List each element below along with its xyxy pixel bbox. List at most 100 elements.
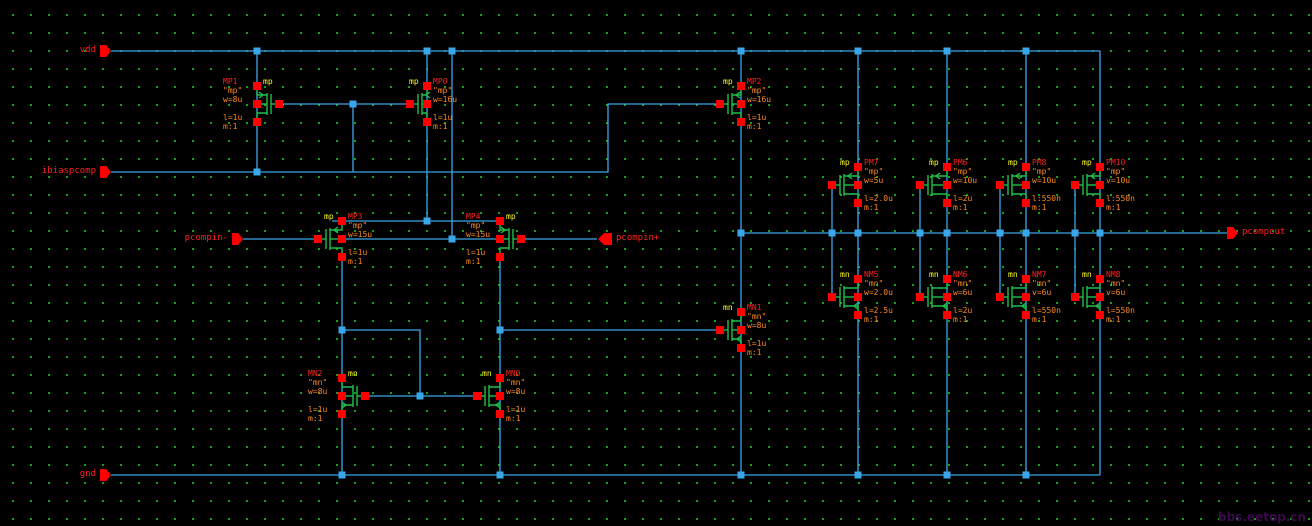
terminal-pin[interactable] bbox=[943, 293, 951, 301]
terminal-pin[interactable] bbox=[737, 308, 745, 316]
terminal-pin[interactable] bbox=[737, 82, 745, 90]
watermark: bbs.eetop.cn bbox=[1218, 510, 1306, 524]
device-cell: "mn" bbox=[953, 279, 973, 288]
port-vdd-icon[interactable] bbox=[100, 45, 111, 57]
port-pcompin--icon[interactable] bbox=[232, 233, 243, 245]
terminal-pin[interactable] bbox=[943, 275, 951, 283]
terminal-pin[interactable] bbox=[496, 217, 504, 225]
terminal-pin[interactable] bbox=[737, 100, 745, 108]
terminal-pin[interactable] bbox=[1022, 293, 1030, 301]
terminal-pin[interactable] bbox=[854, 181, 862, 189]
terminal-pin[interactable] bbox=[854, 293, 862, 301]
terminal-pin[interactable] bbox=[406, 100, 414, 108]
terminal-pin[interactable] bbox=[1096, 199, 1104, 207]
terminal-pin[interactable] bbox=[314, 235, 322, 243]
device-name: NM6 bbox=[953, 270, 968, 279]
terminal-pin[interactable] bbox=[423, 118, 431, 126]
terminal-pin[interactable] bbox=[496, 374, 504, 382]
terminal-pin[interactable] bbox=[423, 82, 431, 90]
terminal-pin[interactable] bbox=[996, 181, 1004, 189]
terminal-pin[interactable] bbox=[338, 410, 346, 418]
terminal-pin[interactable] bbox=[275, 100, 283, 108]
terminal-pin[interactable] bbox=[716, 326, 724, 334]
port-pcompin+-icon[interactable] bbox=[598, 233, 612, 245]
terminal-pin[interactable] bbox=[1022, 199, 1030, 207]
terminal-pin[interactable] bbox=[423, 100, 431, 108]
nmos-arrow-icon bbox=[941, 302, 948, 310]
port-gnd-icon[interactable] bbox=[100, 469, 111, 481]
terminal-pin[interactable] bbox=[517, 235, 525, 243]
terminal-pin[interactable] bbox=[253, 82, 261, 90]
terminal-pin[interactable] bbox=[737, 326, 745, 334]
junction-dot bbox=[416, 392, 424, 400]
terminal-pin[interactable] bbox=[473, 392, 481, 400]
terminal-pin[interactable] bbox=[1096, 163, 1104, 171]
terminal-pin[interactable] bbox=[943, 311, 951, 319]
terminal-pin[interactable] bbox=[1071, 181, 1079, 189]
device-cell: "mp" bbox=[953, 167, 973, 176]
junction-dot bbox=[854, 47, 862, 55]
terminal-pin[interactable] bbox=[1022, 275, 1030, 283]
nmos-arrow-icon bbox=[852, 302, 859, 310]
terminal-pin[interactable] bbox=[338, 235, 346, 243]
terminal-pin[interactable] bbox=[361, 392, 369, 400]
terminal-pin[interactable] bbox=[916, 181, 924, 189]
terminal-pin[interactable] bbox=[737, 344, 745, 352]
terminal-pin[interactable] bbox=[1022, 311, 1030, 319]
port-ibiaspcomp-icon[interactable] bbox=[100, 166, 111, 178]
terminal-pin[interactable] bbox=[854, 163, 862, 171]
terminal-pin[interactable] bbox=[828, 181, 836, 189]
terminal-pin[interactable] bbox=[1096, 181, 1104, 189]
device-length: l=2.0u bbox=[864, 194, 893, 203]
device-multiplier: m:1 bbox=[747, 348, 762, 357]
terminal-pin[interactable] bbox=[737, 118, 745, 126]
wire[interactable] bbox=[111, 103, 720, 173]
terminal-pin[interactable] bbox=[916, 293, 924, 301]
terminal-pin[interactable] bbox=[1022, 163, 1030, 171]
terminal-pin[interactable] bbox=[1096, 293, 1104, 301]
terminal-pin[interactable] bbox=[338, 392, 346, 400]
wire[interactable] bbox=[342, 329, 421, 396]
junction-dot bbox=[1022, 471, 1030, 479]
device-width: w=8u bbox=[308, 387, 328, 396]
pmos-arrow-icon bbox=[734, 91, 741, 99]
terminal-pin[interactable] bbox=[253, 100, 261, 108]
device-cell: "mp" bbox=[348, 221, 368, 230]
terminal-pin[interactable] bbox=[338, 374, 346, 382]
device-model: mp bbox=[409, 77, 419, 86]
device-multiplier: m:1 bbox=[953, 203, 968, 212]
terminal-pin[interactable] bbox=[496, 253, 504, 261]
terminal-pin[interactable] bbox=[496, 235, 504, 243]
terminal-pin[interactable] bbox=[996, 293, 1004, 301]
terminal-pin[interactable] bbox=[828, 293, 836, 301]
terminal-pin[interactable] bbox=[943, 199, 951, 207]
device-cell: "mp" bbox=[1106, 167, 1126, 176]
junction-dot bbox=[496, 326, 504, 334]
terminal-pin[interactable] bbox=[943, 163, 951, 171]
terminal-pin[interactable] bbox=[338, 253, 346, 261]
port-pcompout-icon[interactable] bbox=[1227, 227, 1238, 239]
device-model: mp bbox=[1082, 158, 1092, 167]
device-length: l=1u bbox=[308, 405, 328, 414]
terminal-pin[interactable] bbox=[253, 118, 261, 126]
terminal-pin[interactable] bbox=[1022, 181, 1030, 189]
terminal-pin[interactable] bbox=[496, 410, 504, 418]
terminal-pin[interactable] bbox=[854, 199, 862, 207]
terminal-pin[interactable] bbox=[854, 311, 862, 319]
device-model: mn bbox=[929, 270, 939, 279]
device-length: l=1u bbox=[348, 248, 368, 257]
terminal-pin[interactable] bbox=[1096, 275, 1104, 283]
terminal-pin[interactable] bbox=[496, 392, 504, 400]
terminal-pin[interactable] bbox=[1071, 293, 1079, 301]
device-width: w=16u bbox=[747, 95, 772, 104]
junction-dot bbox=[448, 235, 456, 243]
terminal-pin[interactable] bbox=[338, 217, 346, 225]
terminal-pin[interactable] bbox=[1096, 311, 1104, 319]
terminal-pin[interactable] bbox=[943, 181, 951, 189]
junction-dot bbox=[737, 471, 745, 479]
terminal-pin[interactable] bbox=[716, 100, 724, 108]
device-multiplier: m:1 bbox=[506, 414, 521, 423]
terminal-pin[interactable] bbox=[854, 275, 862, 283]
